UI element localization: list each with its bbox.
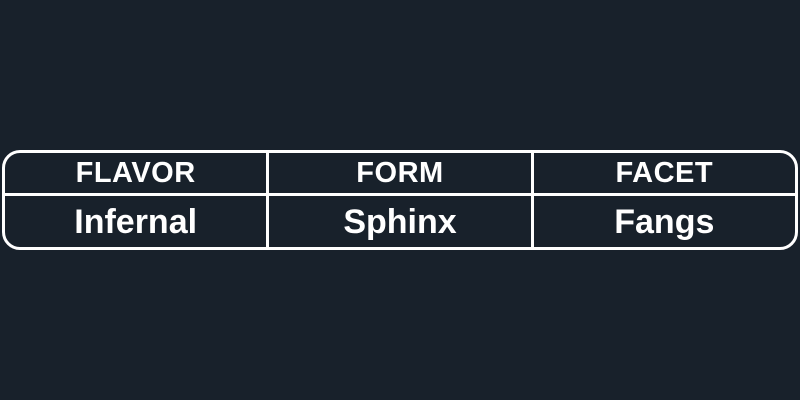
attribute-table: FLAVOR FORM FACET Infernal Sphinx Fangs — [2, 150, 798, 250]
value-flavor: Infernal — [74, 203, 198, 241]
header-flavor: FLAVOR — [75, 156, 196, 189]
header-form: FORM — [266, 153, 530, 193]
value-form: Sphinx — [266, 196, 530, 247]
value-row: Infernal Sphinx Fangs — [5, 196, 795, 247]
header-row: FLAVOR FORM FACET — [5, 153, 795, 196]
header-facet: FACET — [530, 153, 795, 193]
value-facet: Fangs — [530, 196, 795, 247]
